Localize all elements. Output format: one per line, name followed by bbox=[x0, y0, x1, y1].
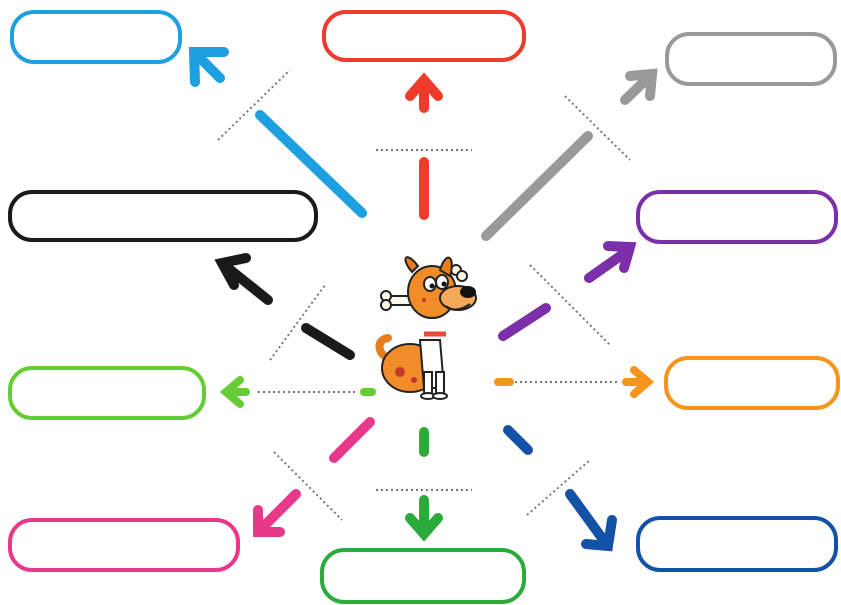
arrow-top-left bbox=[188, 47, 367, 218]
guide-lines bbox=[217, 69, 631, 521]
empty-box-bottom-center[interactable] bbox=[320, 548, 526, 604]
empty-box-left[interactable] bbox=[8, 366, 206, 420]
cartoon-dog-with-bone-icon bbox=[375, 256, 477, 400]
arrow-bottom-center bbox=[405, 427, 443, 542]
guide-line-top-left bbox=[217, 69, 291, 141]
arrow-bottom-right bbox=[503, 425, 617, 552]
arrow-left bbox=[219, 376, 376, 408]
arrow-bottom-left bbox=[253, 417, 375, 537]
empty-box-bottom-left[interactable] bbox=[8, 518, 240, 572]
guide-line-top-right bbox=[564, 95, 631, 161]
arrow-top-right bbox=[481, 68, 658, 241]
arrow-mid-right bbox=[498, 241, 637, 341]
empty-box-mid-right[interactable] bbox=[636, 190, 838, 244]
guide-line-bottom-left bbox=[273, 451, 343, 521]
empty-box-top-left[interactable] bbox=[10, 10, 182, 64]
guide-line-mid-right bbox=[529, 264, 611, 346]
empty-box-top-right[interactable] bbox=[665, 32, 837, 86]
arrow-top-center bbox=[405, 72, 443, 220]
guide-line-mid-left bbox=[269, 284, 326, 361]
arrow-mid-left bbox=[214, 253, 355, 360]
guide-line-bottom-right bbox=[526, 459, 591, 516]
empty-box-top-center[interactable] bbox=[322, 10, 526, 62]
arrow-right bbox=[494, 366, 655, 398]
empty-box-bottom-right[interactable] bbox=[636, 516, 838, 572]
empty-box-right[interactable] bbox=[664, 356, 840, 410]
empty-box-mid-left[interactable] bbox=[8, 190, 318, 242]
